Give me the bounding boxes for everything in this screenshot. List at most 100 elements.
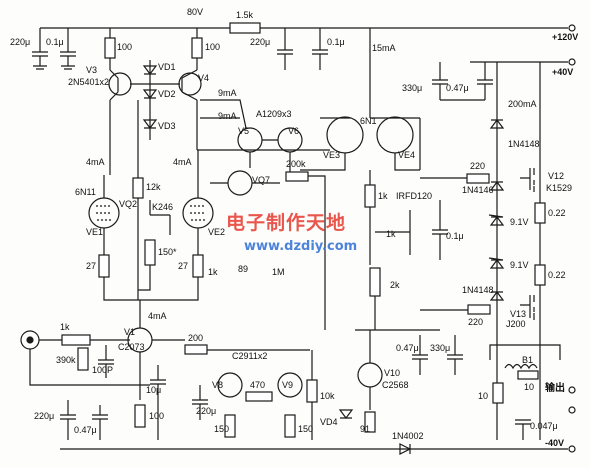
label-ve2: VE2 (208, 227, 226, 237)
label-27-right: 27 (178, 261, 189, 271)
resistor-150-star (144, 239, 156, 266)
label-2k: 2k (390, 280, 400, 290)
label-10-b: 10 (478, 391, 489, 401)
label-1k-c: 1k (208, 267, 218, 277)
label-vq7: VQ7 (252, 175, 271, 185)
label-022-b: 0.22 (548, 270, 566, 280)
mosfet-v13 (520, 295, 535, 320)
left-branch-wires (109, 100, 330, 175)
label-9ma-a: 9mA (218, 88, 237, 98)
resistor-1k-upper (364, 184, 376, 208)
r200k-feedback (308, 175, 326, 330)
right-top-caps (432, 62, 493, 101)
transistor-v8 (217, 372, 243, 398)
resistor-10k (306, 379, 318, 403)
label-r100-right: 100 (205, 42, 221, 52)
resistor-022-bot (534, 264, 546, 286)
label-100p: 100P (92, 365, 114, 375)
label-022-a: 0.22 (548, 208, 566, 218)
label-ve3: VE3 (323, 150, 341, 160)
resistor-150-v9 (284, 414, 296, 438)
label-1n4146: 1N4146 (462, 185, 494, 195)
resistor-10-parallel (517, 370, 539, 380)
label-output: 输出 (545, 383, 565, 394)
label-minus40: -40V (545, 438, 565, 448)
label-c-01-top: 0.1μ (46, 37, 64, 47)
label-v13: V13 (510, 309, 527, 319)
watermark-url: www.dzdiy.com (244, 239, 358, 254)
label-v9: V9 (282, 380, 294, 390)
mid-decoupling-caps (277, 28, 328, 70)
label-c-220-mid: 220μ (250, 37, 271, 47)
label-c-01-mid: 0.1μ (327, 37, 345, 47)
led-vd1 (142, 65, 158, 75)
label-6n1: 6N1 (360, 116, 377, 126)
label-1n4148-a: 1N4148 (508, 139, 540, 149)
label-c2911: C2911x2 (232, 351, 268, 361)
label-v1: V1 (124, 327, 136, 337)
led-vd3 (142, 119, 158, 129)
zener-9v1-bot (488, 257, 505, 269)
watermark-chinese: 电子制作天地 (226, 212, 347, 234)
tube-6n1-left (326, 116, 364, 154)
transistor-v9 (277, 372, 303, 398)
label-1k-input: 1k (60, 322, 70, 332)
resistor-220-top (466, 173, 490, 184)
label-1m: 1M (272, 267, 285, 277)
label-150-star: 150* (158, 247, 177, 257)
label-1k-b: 1k (386, 229, 396, 239)
resistor-91 (364, 411, 376, 433)
terminal-output (568, 386, 576, 394)
label-4ma-bottom: 4mA (148, 311, 167, 321)
resistor-27-right (192, 254, 204, 278)
label-zener-91: 91 (360, 424, 371, 434)
label-c2073: C2073 (118, 342, 145, 352)
input-jack-center (26, 336, 34, 344)
label-12k: 12k (146, 182, 161, 192)
label-200ma: 200mA (508, 99, 537, 109)
label-150-b: 150 (298, 424, 314, 434)
label-v10: V10 (384, 368, 401, 378)
v1-leads (139, 300, 185, 400)
pot-wire (355, 296, 440, 331)
label-v12: V12 (548, 171, 565, 181)
label-vd3: VD3 (158, 121, 176, 131)
label-100-bot: 100 (149, 411, 165, 421)
b1-loop (489, 344, 561, 360)
label-ve4: VE4 (398, 150, 416, 160)
label-047u-left: 0.47μ (74, 425, 97, 435)
resistor-470 (245, 391, 273, 402)
label-6n11: 6N11 (75, 187, 96, 197)
diode-1n4148-bot (489, 291, 505, 301)
label-b1: B1 (522, 355, 534, 365)
diode-1n4002 (399, 443, 412, 455)
label-10k: 10k (320, 391, 335, 401)
r150-wire (138, 265, 151, 291)
pnp-pair-leads (109, 69, 198, 101)
label-1-5k: 1.5k (236, 10, 254, 20)
tube-6n1-right (376, 116, 414, 154)
label-j200: J200 (506, 319, 526, 329)
transistor-vq7 (227, 170, 253, 196)
label-plus120: +120V (552, 32, 579, 42)
label-vd2: VD2 (158, 89, 176, 99)
label-k1529: K1529 (546, 183, 573, 193)
label-2n5401: 2N5401x2 (68, 77, 110, 87)
label-v3: V3 (86, 65, 98, 75)
label-vd4: VD4 (320, 417, 338, 427)
label-150-a: 150 (214, 424, 230, 434)
resistor-10-shunt (492, 382, 504, 404)
label-irfd120: IRFD120 (396, 191, 433, 201)
cap-220-top (32, 28, 48, 70)
tail-wire (103, 277, 199, 301)
label-047u: 0.47μ (446, 83, 469, 93)
resistor-100-bot (134, 404, 146, 428)
label-1n4002: 1N4002 (392, 431, 424, 441)
label-v8: V8 (212, 380, 224, 390)
resistor-100-left (104, 37, 116, 59)
label-10-a: 10 (524, 382, 535, 392)
label-v4: V4 (198, 73, 210, 83)
label-470: 470 (250, 380, 266, 390)
label-k246: K246 (152, 202, 174, 212)
